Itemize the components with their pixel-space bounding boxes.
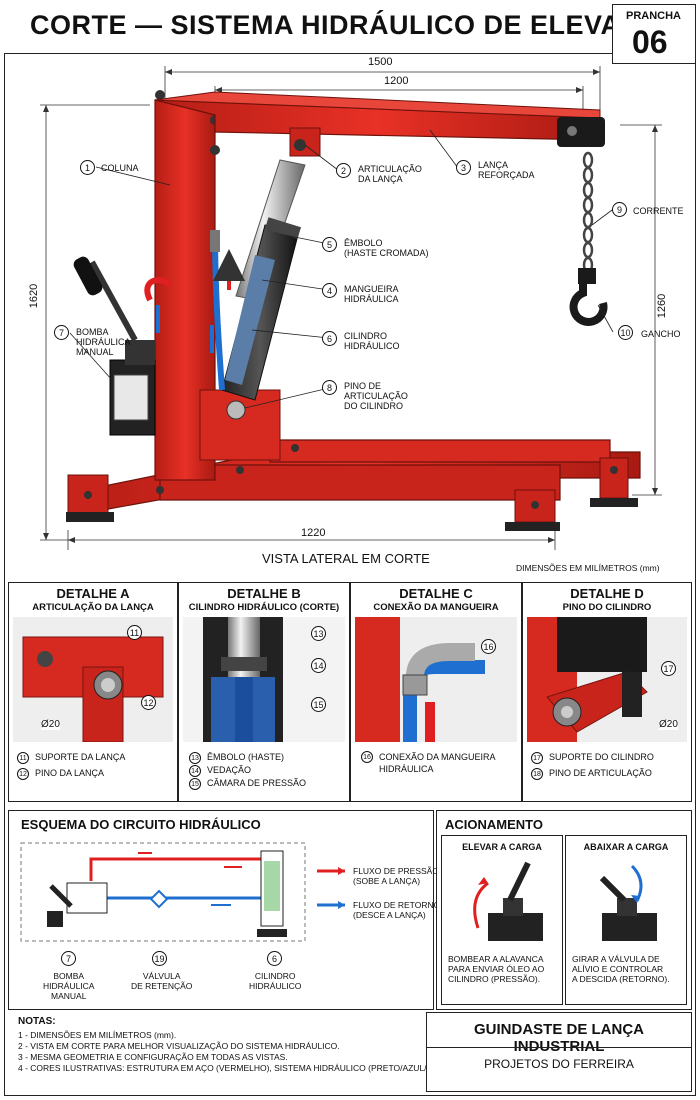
main-side-view [40,66,662,550]
flow-return-label: FLUXO DE RETORNO (DESCE A LANÇA) [353,900,441,920]
lower-card: ABAIXAR A CARGA GIRAR A VÁLVULA DE ALÍVI… [565,835,687,1005]
detail-b-tag-15: 15 [311,697,326,712]
callout-9-label: CORRENTE [633,206,684,216]
dim-total-reach: 1500 [368,56,393,68]
title-block: GUINDASTE DE LANÇA INDUSTRIAL PROJETOS D… [426,1012,692,1092]
detail-a-subtitle: ARTICULAÇÃO DA LANÇA [32,602,154,613]
dim-boom-length: 1200 [384,75,409,87]
header-bar [4,4,696,54]
circuit-panel: ESQUEMA DO CIRCUITO HIDRÁULICO FLUXO DE … [8,810,440,1010]
detail-c-title: DETALHE C [399,586,473,601]
detail-d-tag-17: 17 [661,661,676,676]
circuit-pump-label: BOMBA HIDRÁULICA MANUAL [43,971,95,1001]
lower-text: GIRAR A VÁLVULA DE ALÍVIO E CONTROLAR A … [572,954,670,984]
dim-height-left: 1620 [28,283,41,309]
raise-card: ELEVAR A CARGA BOMBEAR A ALAVANCA PARA E… [441,835,563,1005]
actuation-title: ACIONAMENTO [445,817,543,832]
detail-c-subtitle: CONEXÃO DA MANGUEIRA [373,602,499,613]
detail-a-tag-12: 12 [141,695,156,710]
title-block-name: GUINDASTE DE LANÇA INDUSTRIAL [473,1021,644,1055]
callout-4-label: MANGUEIRA HIDRÁULICA [344,284,399,304]
chain [582,151,594,274]
drawing-title: CORTE — SISTEMA HIDRÁULICO DE ELEVAÇÃO [30,10,683,40]
hand-pump [73,256,156,436]
dimension-lines [40,66,662,550]
circuit-pump-tag: 7 [61,951,76,966]
callout-10-marker: 10 [618,325,633,340]
notes-title: NOTAS: [18,1016,56,1027]
circuit-schematic [20,842,345,942]
callout-7-label: BOMBA HIDRÁULICA MANUAL [76,327,131,357]
detail-b-title: DETALHE B [227,586,301,601]
raise-pump-image [473,861,543,941]
detail-a-diameter: Ø20 [41,719,60,730]
plate-number: 06 [632,24,668,60]
plate-label: PRANCHA [626,10,681,22]
detail-a-title: DETALHE A [56,586,130,601]
callout-6-marker: 6 [322,331,337,346]
callout-1-marker: 1 [80,160,95,175]
detail-d-diameter: Ø20 [659,719,678,730]
callout-2-label: ARTICULAÇÃO DA LANÇA [358,164,422,184]
callout-6-label: CILINDRO HIDRÁULICO [344,331,400,351]
callout-8-label: PINO DE ARTICULAÇÃO DO CILINDRO [344,381,408,411]
detail-a-tag-11: 11 [127,625,142,640]
circuit-title: ESQUEMA DO CIRCUITO HIDRÁULICO [21,817,261,832]
detail-a-image [13,617,173,742]
detail-c-image [355,617,517,742]
leader-lines [69,129,614,409]
column [154,90,281,481]
circuit-cylinder-label: CILINDRO HIDRÁULICO [249,971,302,991]
callout-3-label: LANÇA REFORÇADA [478,160,535,180]
hydraulic-cylinder [221,159,306,420]
title-block-author: PROJETOS DO FERREIRA [484,1057,634,1071]
circuit-valve-label: VÁLVULA DE RETENÇÃO [131,971,193,991]
actuation-panel: ACIONAMENTO ELEVAR A CARGA BOMBEAR A ALA… [436,810,692,1010]
detail-d-title: DETALHE D [570,586,644,601]
dim-height-right: 1260 [656,293,669,319]
callout-2-marker: 2 [336,163,351,178]
callout-8-marker: 8 [322,380,337,395]
dim-base-width: 1220 [298,527,329,539]
callout-9-marker: 9 [612,202,627,217]
circuit-cylinder-tag: 6 [267,951,282,966]
circuit-valve-tag: 19 [152,951,167,966]
detail-d-subtitle: PINO DO CILINDRO [562,602,652,613]
raise-title: ELEVAR A CARGA [462,842,542,852]
callout-1-label: COLUNA [101,163,139,173]
detail-b-tag-13: 13 [311,626,326,641]
callout-5-marker: 5 [322,237,337,252]
callout-3-marker: 3 [456,160,471,175]
detail-b-panel: DETALHE B CILINDRO HIDRÁULICO (CORTE) 13… [178,582,350,802]
callout-5-label: ÊMBOLO (HASTE CROMADA) [344,238,429,258]
lower-pump-image [599,864,657,941]
flow-pressure-label: FLUXO DE PRESSÃO (SOBE A LANÇA) [353,866,439,886]
units-note: DIMENSÕES EM MILÍMETROS (mm) [516,563,660,573]
detail-b-subtitle: CILINDRO HIDRÁULICO (CORTE) [188,602,340,613]
hook-icon [569,268,608,326]
lower-title: ABAIXAR A CARGA [583,842,669,852]
callout-10-label: GANCHO [641,329,681,339]
plate-box [612,4,696,64]
base-frame [66,439,641,531]
boom [154,91,605,157]
detail-c-tag-16: 16 [481,639,496,654]
detail-b-tag-14: 14 [311,658,326,673]
detail-a-panel: DETALHE A ARTICULAÇÃO DA LANÇA 11 12 Ø20… [8,582,178,802]
callout-7-marker: 7 [54,325,69,340]
notes-list: 1 - DIMENSÕES EM MILÍMETROS (mm). 2 - VI… [18,1030,480,1073]
flow-arrows [156,249,245,353]
raise-text: BOMBEAR A ALAVANCA PARA ENVIAR ÓLEO AO C… [448,954,545,984]
title-block-divider [427,1047,691,1048]
callout-4-marker: 4 [322,283,337,298]
view-caption: VISTA LATERAL EM CORTE [262,551,430,566]
